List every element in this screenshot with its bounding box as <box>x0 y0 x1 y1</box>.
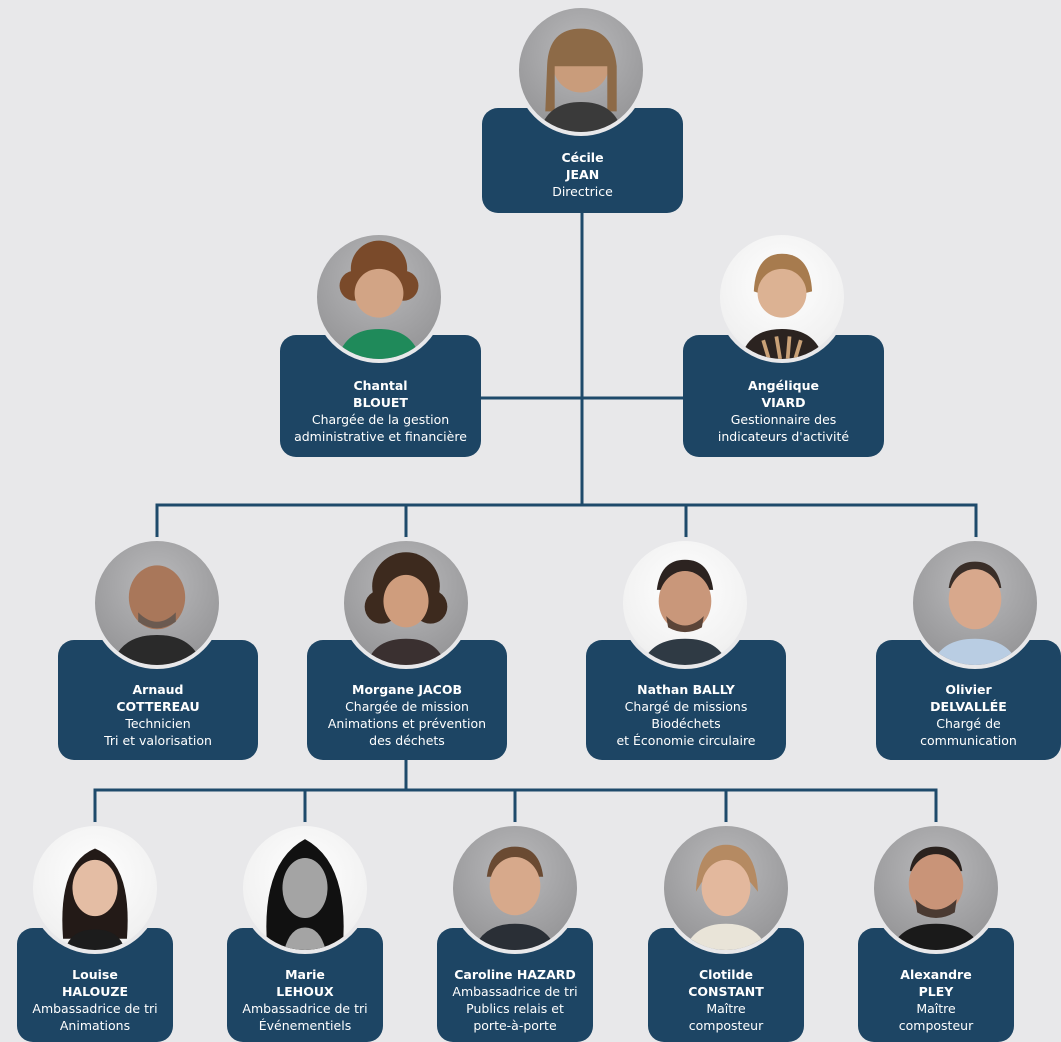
person-last-name: VIARD <box>761 395 806 410</box>
photo-staff-blouet <box>313 231 445 363</box>
person-role: Technicien Tri et valorisation <box>104 716 212 748</box>
photo-team-pley <box>870 822 1002 954</box>
person-first-name: Angélique <box>748 378 819 393</box>
person-role: Gestionnaire des indicateurs d'activité <box>717 412 850 444</box>
person-first-name: Marie <box>285 967 325 982</box>
person-last-name: DELVALLÉE <box>930 699 1007 714</box>
photo-staff-viard <box>716 231 848 363</box>
person-first-name: Morgane JACOB <box>352 682 462 697</box>
person-first-name: Louise <box>72 967 118 982</box>
person-first-name: Alexandre <box>900 967 972 982</box>
person-first-name: Olivier <box>945 682 992 697</box>
photo-manager-bally <box>619 537 751 669</box>
photo-manager-delvallee <box>909 537 1041 669</box>
person-role: Ambassadrice de tri Animations <box>32 1001 158 1033</box>
person-first-name: Clotilde <box>698 967 754 982</box>
person-last-name: HALOUZE <box>61 984 129 999</box>
person-first-name: Cécile <box>561 150 604 165</box>
photo-director <box>515 4 647 136</box>
photo-team-hazard <box>449 822 581 954</box>
photo-manager-jacob <box>340 537 472 669</box>
person-first-name: Arnaud <box>132 682 184 697</box>
photo-team-lehoux-placeholder <box>239 822 371 954</box>
person-role: Directrice <box>552 184 613 199</box>
photo-manager-cottereau <box>91 537 223 669</box>
person-role: Chargée de la gestion administrative et … <box>294 412 467 444</box>
person-last-name: BLOUET <box>353 395 408 410</box>
person-last-name: JEAN <box>565 167 600 182</box>
person-last-name: LEHOUX <box>276 984 334 999</box>
person-first-name: Nathan BALLY <box>637 682 735 697</box>
card-team-hazard: Caroline HAZARD Ambassadrice de tri Publ… <box>437 928 593 1042</box>
person-last-name: PLEY <box>918 984 954 999</box>
person-role: Chargé de communication <box>920 716 1017 748</box>
person-last-name: COTTEREAU <box>116 699 200 714</box>
person-role: Ambassadrice de tri Publics relais et po… <box>452 984 578 1033</box>
photo-team-halouze <box>29 822 161 954</box>
person-role: Chargée de mission Animations et prévent… <box>327 699 487 748</box>
person-role: Chargé de missions Biodéchets et Économi… <box>616 699 756 748</box>
person-last-name: CONSTANT <box>688 984 764 999</box>
photo-team-constant <box>660 822 792 954</box>
person-role: Maître composteur <box>898 1001 974 1033</box>
card-team-lehoux: Marie LEHOUX Ambassadrice de tri Événeme… <box>227 928 383 1042</box>
person-first-name: Chantal <box>353 378 408 393</box>
person-role: Ambassadrice de tri Événementiels <box>242 1001 368 1033</box>
card-director: Cécile JEAN Directrice <box>482 108 683 213</box>
person-role: Maître composteur <box>688 1001 764 1033</box>
person-first-name: Caroline HAZARD <box>454 967 576 982</box>
